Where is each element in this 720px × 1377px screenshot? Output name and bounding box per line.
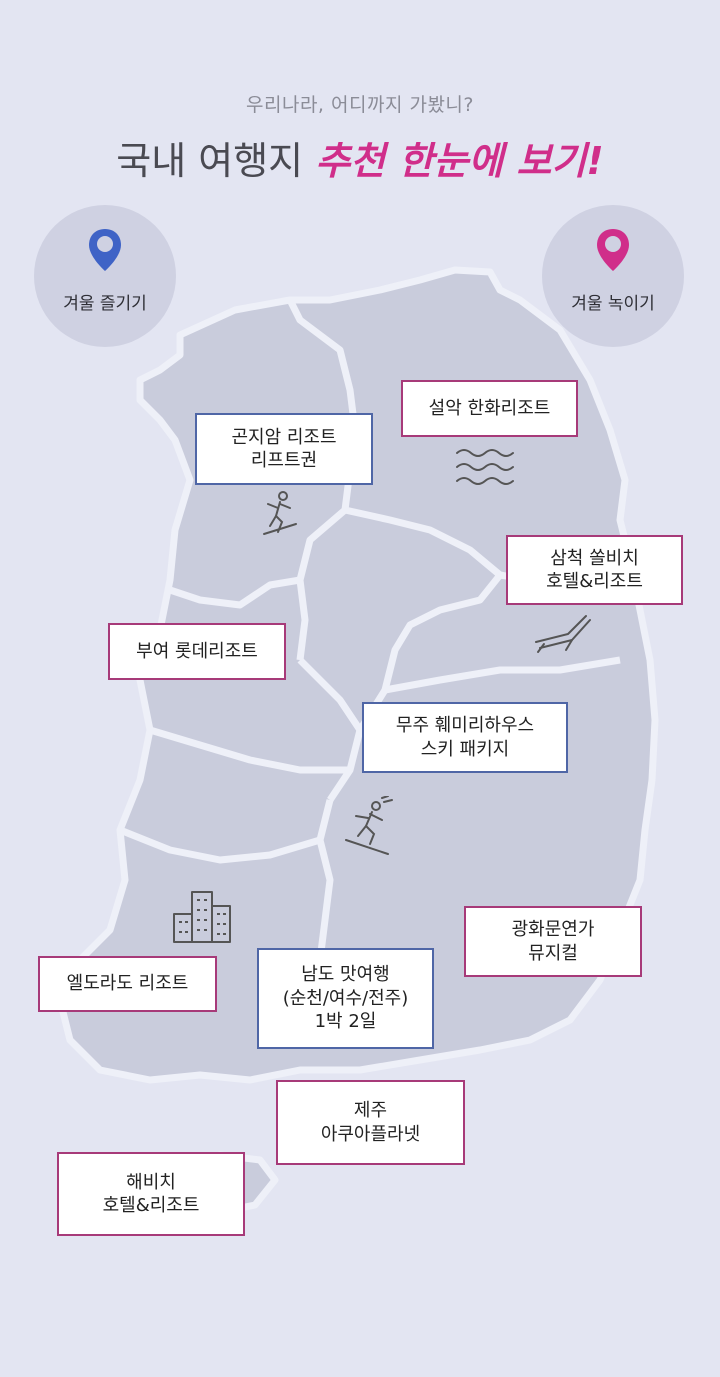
page-title: 국내 여행지 추천 한눈에 보기! xyxy=(0,130,720,185)
destination-gonjiam[interactable]: 곤지암 리조트 리프트권 xyxy=(195,413,373,485)
map-pin-blue-icon xyxy=(89,229,121,271)
buildings-icon xyxy=(173,891,231,943)
destination-muju[interactable]: 무주 훼미리하우스 스키 패키지 xyxy=(362,702,568,773)
snowboard-icon xyxy=(263,491,297,535)
category-melt[interactable]: 겨울 녹이기 xyxy=(542,205,684,347)
destination-jeju[interactable]: 제주 아쿠아플라넷 xyxy=(276,1080,465,1165)
skier-icon xyxy=(345,796,393,855)
title-plain: 국내 여행지 xyxy=(116,139,316,183)
destination-eldorado[interactable]: 엘도라도 리조트 xyxy=(38,956,217,1012)
page-subtitle: 우리나라, 어디까지 가봤니? xyxy=(246,94,474,116)
destination-namdo[interactable]: 남도 맛여행 (순천/여수/전주) 1박 2일 xyxy=(257,948,434,1049)
waves-icon xyxy=(456,449,514,485)
destination-buyeo[interactable]: 부여 롯데리조트 xyxy=(108,623,286,680)
destination-haevichi[interactable]: 해비치 호텔&리조트 xyxy=(57,1152,245,1236)
destination-samcheok[interactable]: 삼척 쏠비치 호텔&리조트 xyxy=(506,535,683,605)
category-enjoy-label: 겨울 즐기기 xyxy=(63,294,147,314)
map-pin-pink-icon xyxy=(597,229,629,271)
title-accent: 추천 한눈에 보기! xyxy=(315,139,604,183)
destination-seorak[interactable]: 설악 한화리조트 xyxy=(401,380,578,437)
beach-chair-icon xyxy=(535,615,591,653)
destination-gwanghwamun[interactable]: 광화문연가 뮤지컬 xyxy=(464,906,642,977)
category-enjoy[interactable]: 겨울 즐기기 xyxy=(34,205,176,347)
category-melt-label: 겨울 녹이기 xyxy=(571,294,655,314)
